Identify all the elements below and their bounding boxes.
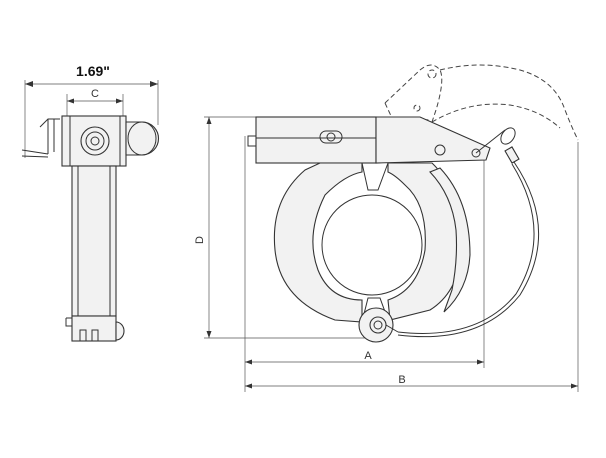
- bottom-bolt: [369, 316, 387, 334]
- a-dimension-label: A: [364, 350, 372, 362]
- side-view: 1.69" C: [21, 63, 160, 342]
- d-arrow-top: [206, 117, 212, 124]
- b-dimension-label: B: [398, 374, 405, 386]
- lanyard-crimp: [504, 146, 520, 164]
- side-bolt-mid: [85, 131, 105, 151]
- side-knuckle-edge: [127, 121, 157, 156]
- a-arrow-right: [477, 359, 484, 365]
- latch-hook: [429, 167, 471, 313]
- c-arrow-left: [67, 98, 74, 104]
- phantom-pin-hole: [413, 104, 421, 112]
- width-arrow-left: [25, 81, 33, 87]
- clamp-top-tooth: [361, 162, 389, 191]
- b-arrow-right: [571, 383, 578, 389]
- side-foot: [71, 315, 117, 342]
- side-foot-tab: [65, 317, 72, 327]
- width-arrow-right: [150, 81, 158, 87]
- front-slot-pin: [326, 132, 336, 142]
- phantom-lever-outline: [384, 64, 443, 123]
- side-body: [71, 165, 117, 317]
- c-arrow-right: [116, 98, 123, 104]
- side-foot-lug: [115, 321, 125, 341]
- side-bolt-inner: [90, 136, 100, 146]
- side-foot-slots: [79, 329, 99, 341]
- lanyard-ring-stem: [475, 129, 506, 154]
- a-arrow-left: [245, 359, 252, 365]
- clamp-bore: [321, 194, 423, 296]
- phantom-pivot-hole: [427, 69, 437, 79]
- phantom-handle-bottom: [431, 103, 561, 129]
- front-lever-pivot: [434, 144, 446, 156]
- front-view: D A B: [194, 64, 579, 392]
- d-dimension-label: D: [194, 236, 206, 244]
- d-arrow-bottom: [206, 331, 212, 338]
- bottom-bolt-center: [373, 320, 383, 330]
- clamp-bottom-tooth: [361, 297, 389, 323]
- b-arrow-left: [245, 383, 252, 389]
- lanyard-wire-inner: [397, 163, 535, 334]
- front-lever-eye: [471, 148, 481, 158]
- front-lever: [375, 116, 491, 164]
- c-dimension-label: C: [91, 88, 99, 100]
- width-dimension-label: 1.69": [76, 63, 110, 79]
- lanyard-wire-outer: [397, 161, 540, 338]
- front-top-bar: [255, 116, 377, 164]
- front-top-bar-nub: [247, 135, 257, 147]
- clamp-left-jaw: [273, 162, 363, 323]
- side-pin: [47, 119, 55, 154]
- front-slot: [319, 130, 343, 144]
- side-pin-wire: [21, 149, 49, 158]
- side-knuckle: [125, 121, 160, 156]
- lanyard-ring: [500, 127, 516, 145]
- side-pin-tip: [39, 118, 60, 128]
- bottom-bolt-tab: [385, 324, 399, 333]
- phantom-handle-top: [439, 64, 579, 141]
- side-bolt-outer: [80, 126, 110, 156]
